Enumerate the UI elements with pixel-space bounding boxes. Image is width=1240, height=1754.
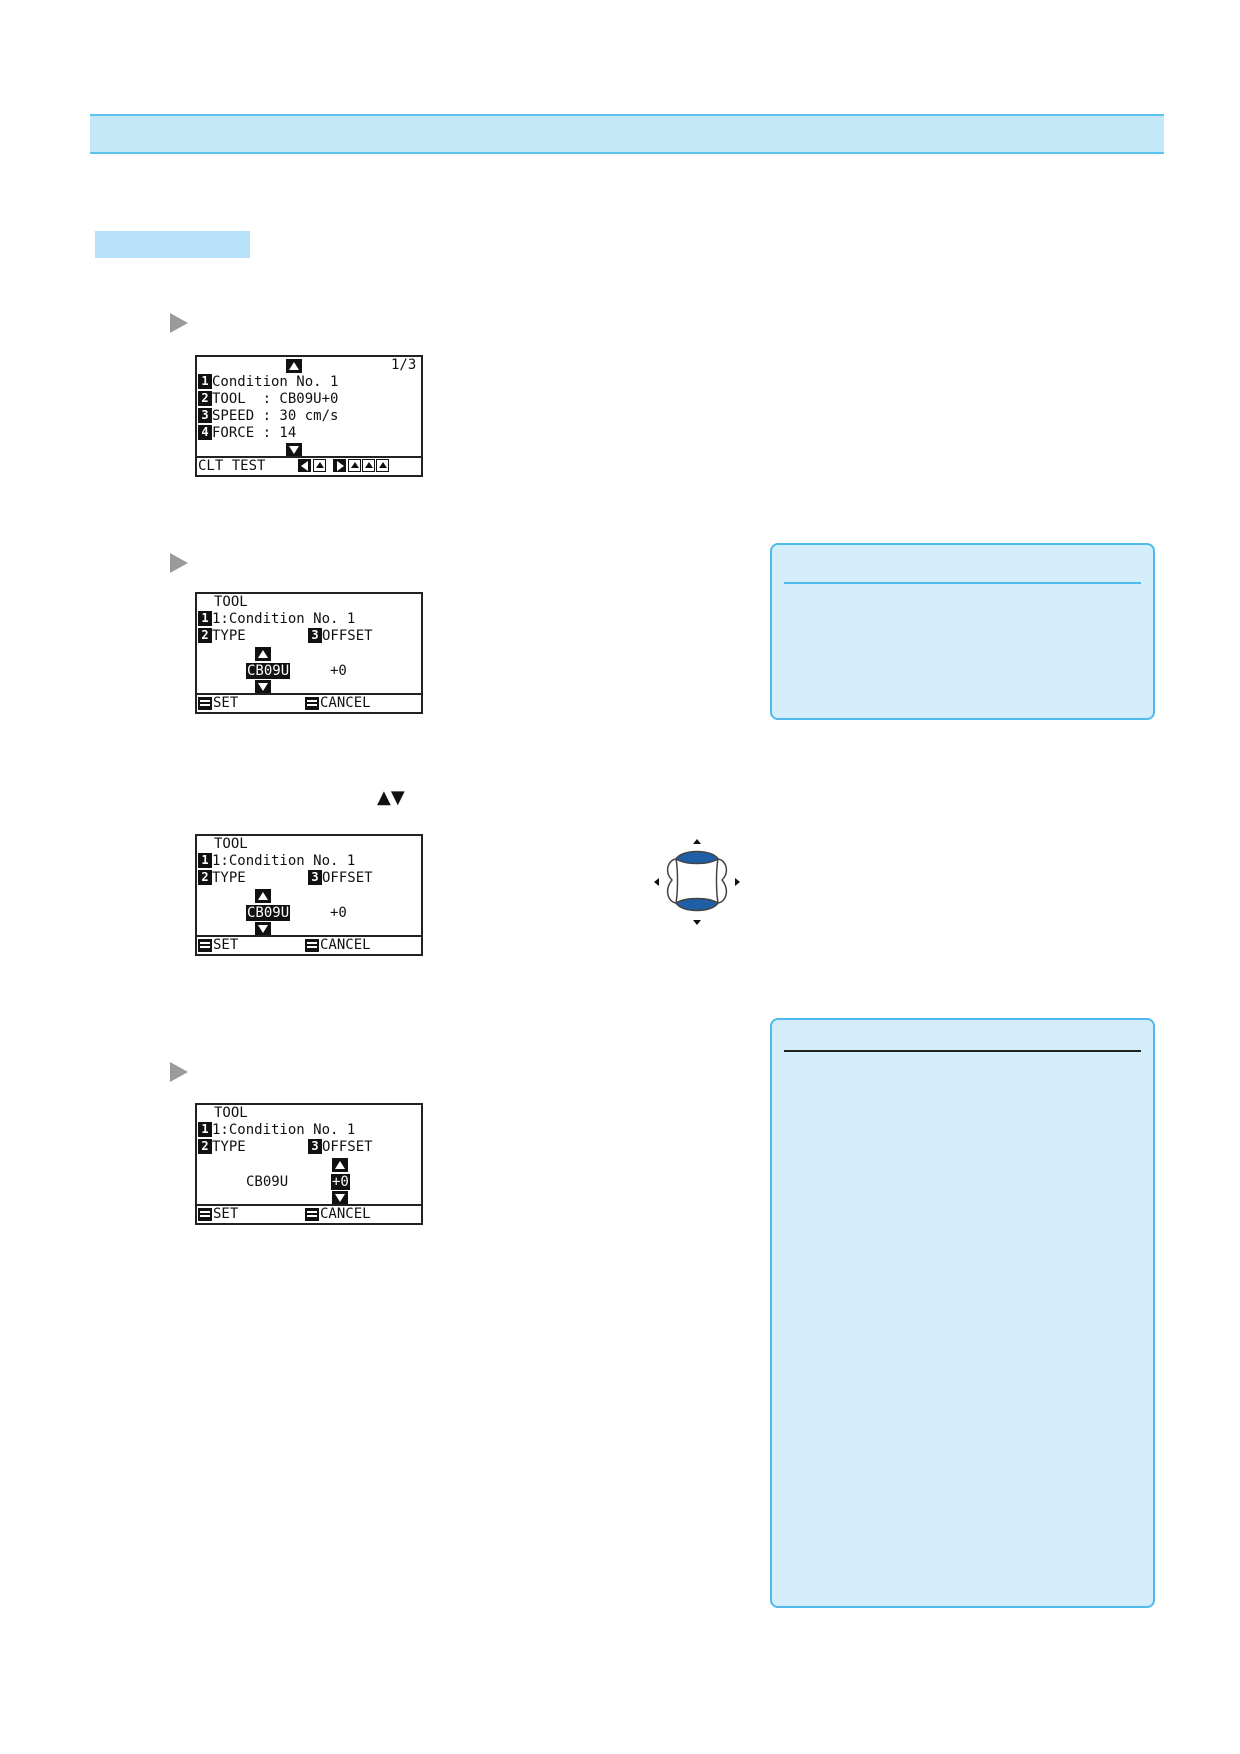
lcd-footer: SET CANCEL (197, 693, 421, 712)
lcd-up-arrow-icon (255, 889, 271, 903)
lcd-title: TOOL (214, 836, 248, 852)
lcd-footer: CLT TEST (197, 456, 421, 475)
esc-key-icon (305, 1208, 319, 1221)
lcd-down-arrow-icon (332, 1191, 348, 1205)
dpad-right-marker-icon (735, 878, 740, 886)
subsection-tag (95, 231, 250, 258)
enter-key-icon (198, 1208, 212, 1221)
lcd-type-value: CB09U (246, 1174, 289, 1190)
dpad-up-down-icon (654, 839, 740, 925)
step-arrow-icon (170, 553, 188, 573)
lcd-cancel-label: CANCEL (320, 695, 371, 711)
step-arrow-icon (170, 313, 188, 333)
note-box-large (770, 1018, 1155, 1608)
lcd-footer: SET CANCEL (197, 935, 421, 954)
lcd-title: TOOL (214, 1105, 248, 1121)
lcd-down-arrow-icon (255, 922, 271, 936)
lcd-page-indicator: 1/3 (391, 357, 417, 373)
enter-key-icon (198, 939, 212, 952)
dpad-right-key-icon (715, 858, 728, 904)
esc-key-icon (305, 697, 319, 710)
lcd-title: TOOL (214, 594, 248, 610)
left-arrow-icon (298, 459, 311, 472)
note-divider (784, 1050, 1141, 1052)
lcd-set-label: SET (213, 695, 239, 711)
enter-key-icon (198, 697, 212, 710)
step-arrow-icon (170, 1062, 188, 1082)
lcd-footer: SET CANCEL (197, 1204, 421, 1223)
lcd-type-value: CB09U (246, 905, 291, 921)
dpad-up-key-icon (674, 850, 720, 865)
lcd-cancel-label: CANCEL (320, 1206, 371, 1222)
lcd-down-arrow-icon (255, 680, 271, 694)
lcd-down-arrow-icon (286, 443, 302, 457)
up-outline-icon (376, 459, 389, 472)
dpad-up-marker-icon (693, 839, 701, 844)
up-outline-icon (348, 459, 361, 472)
note-box (770, 543, 1155, 720)
esc-key-icon (305, 939, 319, 952)
up-outline-icon (313, 459, 326, 472)
lcd-type-value: CB09U (246, 663, 291, 679)
section-header-band (90, 114, 1164, 154)
right-arrow-icon (333, 459, 346, 472)
dpad-left-marker-icon (654, 878, 659, 886)
lcd-up-arrow-icon (255, 647, 271, 661)
lcd-offset-value: +0 (330, 905, 347, 921)
up-down-keys-label: ▲▼ (377, 787, 405, 808)
dpad-down-key-icon (674, 897, 720, 912)
note-divider (784, 582, 1141, 584)
lcd-set-label: SET (213, 1206, 239, 1222)
lcd-footer-label: CLT TEST (198, 458, 266, 474)
lcd-offset-value: +0 (331, 1174, 350, 1190)
lcd-up-arrow-icon (332, 1158, 348, 1172)
up-outline-icon (362, 459, 375, 472)
lcd-up-arrow-icon (286, 359, 302, 373)
lcd-cancel-label: CANCEL (320, 937, 371, 953)
lcd-offset-value: +0 (330, 663, 347, 679)
lcd-set-label: SET (213, 937, 239, 953)
dpad-left-key-icon (666, 858, 679, 904)
dpad-down-marker-icon (693, 920, 701, 925)
